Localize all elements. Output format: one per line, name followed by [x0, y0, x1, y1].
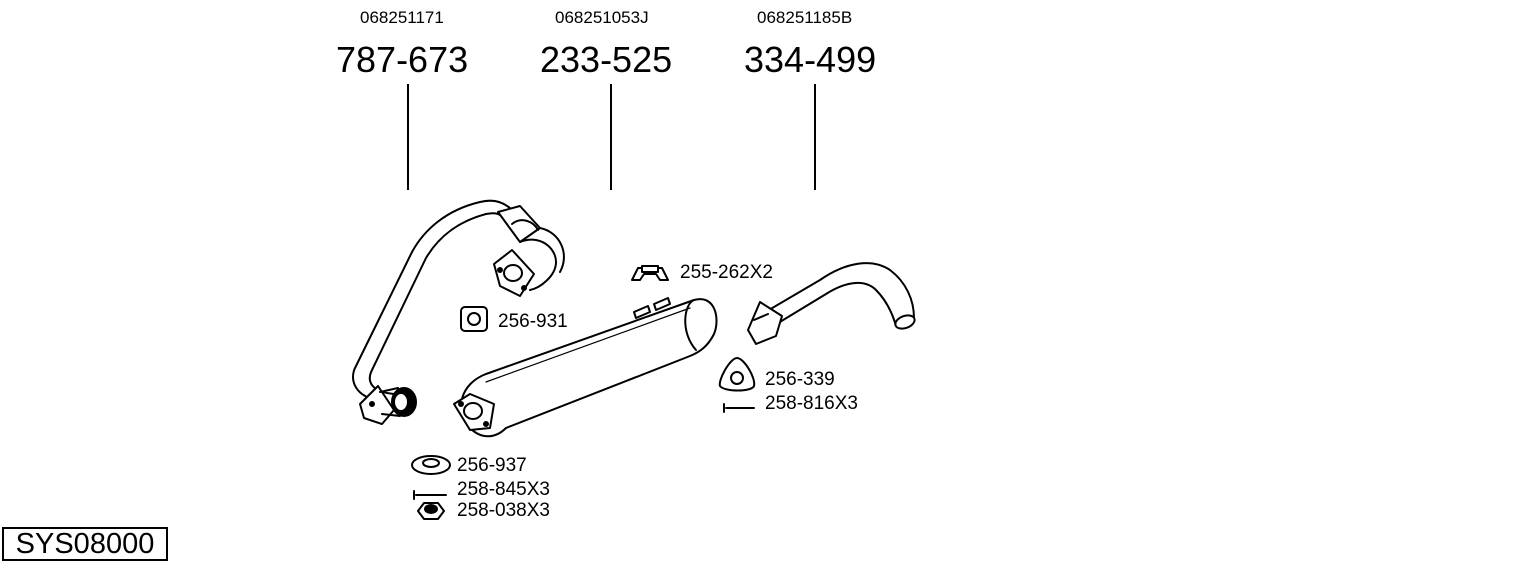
accessory-label-ring[interactable]: 256-937: [457, 455, 527, 476]
middle-silencer-drawing[interactable]: [454, 298, 717, 436]
nut-icon: [418, 503, 444, 519]
hanger-icon: [632, 266, 668, 280]
accessory-label-gasket-front[interactable]: 256-931: [498, 311, 568, 332]
ring-icon: [412, 456, 450, 474]
accessory-label-gasket-rear[interactable]: 256-339: [765, 369, 835, 390]
part-number-tail-pipe[interactable]: 334-499: [744, 39, 877, 80]
bolt-icon-rear: [724, 404, 754, 412]
square-gasket-icon: [461, 307, 487, 331]
accessory-label-nut[interactable]: 258-038X3: [457, 500, 550, 521]
leader-line-front-pipe: [407, 84, 409, 190]
tail-pipe-drawing[interactable]: [748, 263, 916, 344]
leader-line-tail-pipe: [814, 84, 816, 190]
system-code-box: SYS08000: [2, 527, 168, 561]
front-pipe-drawing[interactable]: [353, 201, 564, 424]
accessory-label-bolt-front[interactable]: 258-845X3: [457, 479, 550, 500]
bolt-icon-front: [414, 491, 446, 499]
triangle-gasket-icon: [720, 358, 754, 391]
oe-number-front-pipe: 068251171: [360, 8, 444, 27]
oe-number-tail-pipe: 068251185B: [757, 8, 853, 27]
part-number-front-pipe[interactable]: 787-673: [336, 39, 469, 80]
accessory-label-bolt-rear[interactable]: 258-816X3: [765, 393, 858, 414]
oe-number-middle-silencer: 068251053J: [555, 8, 649, 27]
accessory-label-hanger[interactable]: 255-262X2: [680, 262, 773, 283]
part-number-middle-silencer[interactable]: 233-525: [540, 39, 673, 80]
leader-line-middle-silencer: [610, 84, 612, 190]
